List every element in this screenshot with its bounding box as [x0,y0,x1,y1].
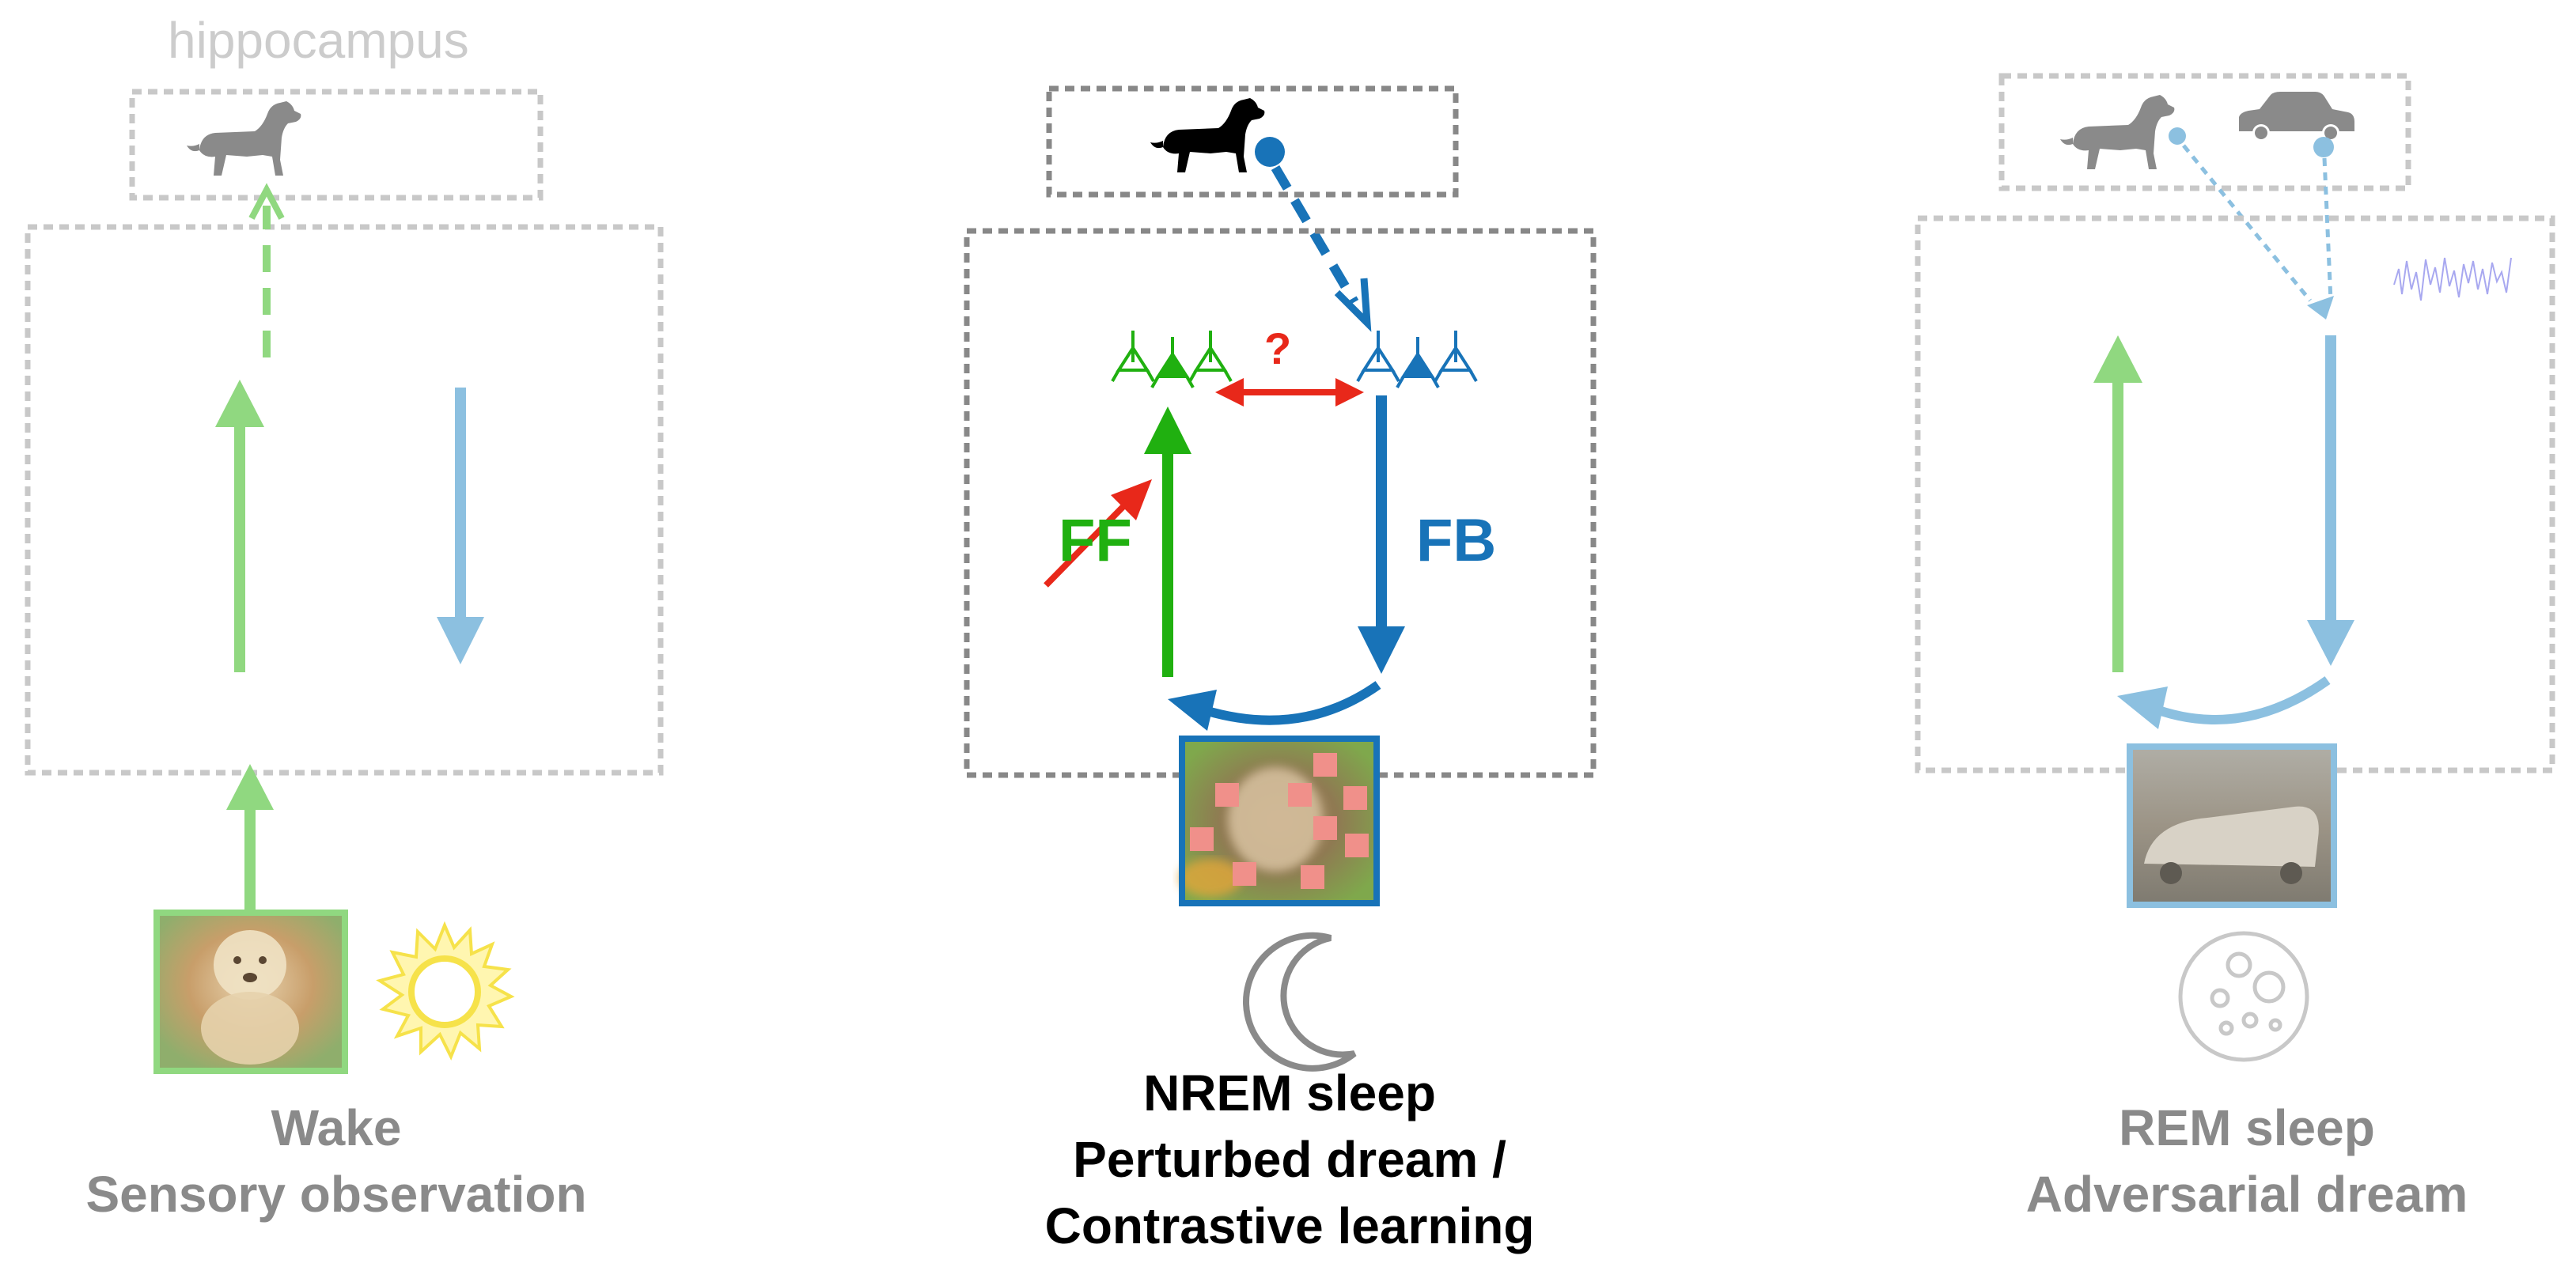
rem-panel [1915,73,2555,1062]
nrem-dashed-recall-arrow [1271,165,1359,305]
nrem-caption-line3: Contrastive learning [1044,1197,1535,1254]
rem-recall-arrow-dog [2182,144,2312,302]
ff-label: FF [1059,507,1132,574]
rem-hippocampus-box [1998,73,2411,191]
nrem-caption: NREM sleep Perturbed dream / Contrastive… [973,1060,1606,1259]
contrastive-double-arrow [1215,378,1364,407]
wake-puppy-image [153,910,348,1074]
rem-recall-arrow-car [2322,157,2333,301]
rem-return-arrow [2143,676,2331,724]
question-mark-label: ? [1264,323,1292,373]
noise-signal [2393,257,2512,301]
full-moon-icon [2178,931,2309,1062]
perturbation-arrow [1044,496,1134,588]
nrem-hippocampus-unit [1255,137,1285,167]
rem-dream-image [2127,743,2337,908]
nrem-hippocampus-box [1046,85,1459,198]
sun-icon [376,921,515,1061]
nrem-caption-line1: NREM sleep [1143,1065,1436,1121]
wake-caption-line2: Sensory observation [85,1166,587,1223]
nrem-perturbed-image [1179,736,1380,906]
hippocampus-label: hippocampus [168,12,469,69]
rem-caption: REM sleep Adversarial dream [1923,1095,2571,1227]
nrem-return-arrow [1193,681,1381,725]
wake-cortex-box [25,224,664,776]
rem-caption-line2: Adversarial dream [2025,1166,2468,1223]
wake-panel [25,89,664,1074]
crescent-moon-icon [1243,932,1357,1072]
wake-hippocampus-box [129,89,544,201]
wake-caption-line1: Wake [271,1099,402,1156]
fb-label: FB [1416,507,1497,574]
rem-caption-line1: REM sleep [2119,1099,2375,1156]
nrem-caption-line2: Perturbed dream / [1073,1131,1506,1188]
nrem-panel [964,85,1597,1072]
wake-caption: Wake Sensory observation [0,1095,672,1227]
